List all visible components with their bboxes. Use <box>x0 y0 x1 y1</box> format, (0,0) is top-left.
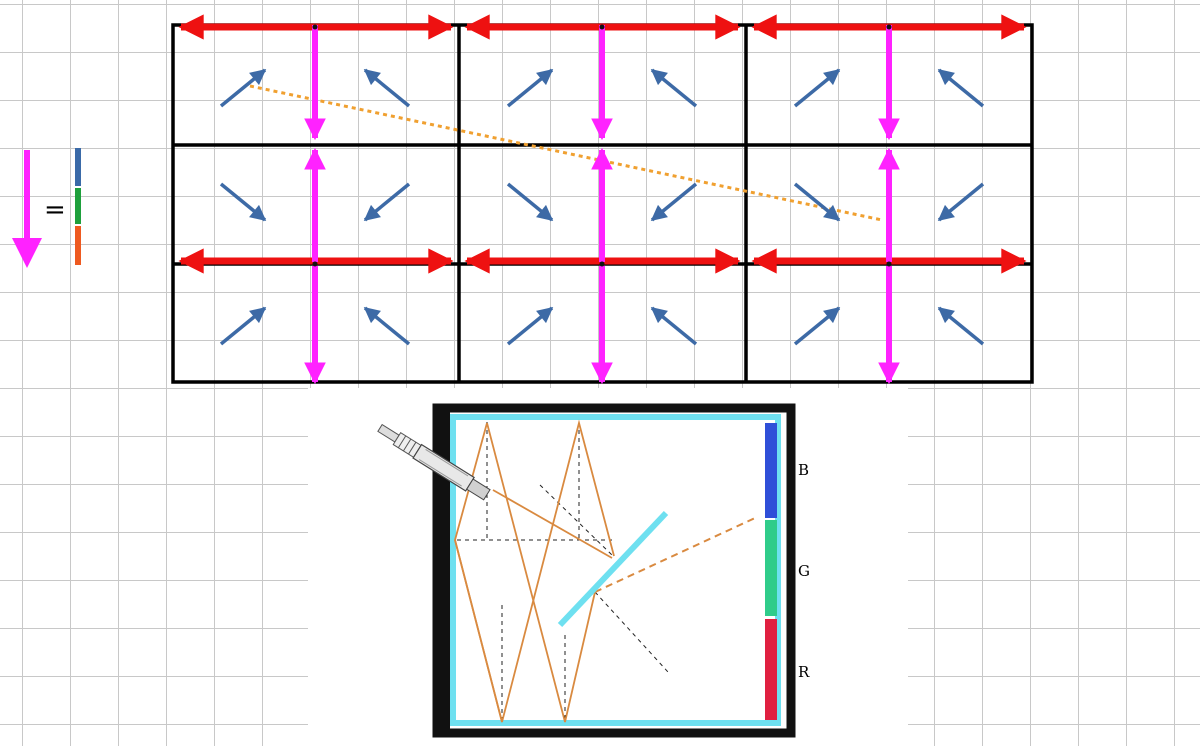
blue-diagonal-arrow <box>506 68 554 108</box>
legend: = <box>12 148 81 268</box>
blue-diagonal-arrow <box>363 306 411 346</box>
legend-magenta-arrowhead <box>12 238 42 268</box>
dispersion-box: B G R <box>377 403 810 738</box>
blue-diagonal-arrow <box>793 306 841 346</box>
diffraction-grating <box>557 510 669 628</box>
blue-diagonal-arrow <box>937 182 985 222</box>
blue-diagonal-arrow <box>219 182 267 222</box>
blue-diagonal-arrow <box>363 182 411 222</box>
intersection-dot <box>312 24 318 30</box>
pen-icon <box>377 423 491 501</box>
blue-diagonal-arrow <box>363 68 411 108</box>
blue-diagonal-arrow <box>650 68 698 108</box>
diagonal-dotted-line <box>249 84 883 222</box>
legend-equals: = <box>44 195 66 225</box>
blue-diagonal-arrow <box>793 182 841 222</box>
intersection-dot <box>599 261 605 267</box>
band-label-b: B <box>798 461 809 479</box>
blue-diagonal-arrow <box>219 306 267 346</box>
blue-diagonal-arrow <box>219 68 267 108</box>
grid-diagram <box>171 14 1034 385</box>
intersection-dot <box>599 24 605 30</box>
blue-diagonal-arrow <box>506 306 554 346</box>
blue-diagonal-arrow <box>937 68 985 108</box>
light-ray-paths <box>454 419 756 723</box>
detector-band-green <box>765 520 777 616</box>
blue-diagonal-arrow <box>506 182 554 222</box>
blue-diagonal-arrow <box>650 306 698 346</box>
detector-band-red <box>765 619 777 720</box>
detector-band-blue <box>765 423 777 518</box>
blue-diagonal-arrow <box>650 182 698 222</box>
intersection-dot <box>886 261 892 267</box>
band-label-r: R <box>798 663 810 681</box>
intersection-dot <box>312 261 318 267</box>
box-inner-mirror-frame <box>450 414 781 726</box>
blue-diagonal-arrow <box>793 68 841 108</box>
construction-lines <box>457 422 669 722</box>
blue-diagonal-arrow <box>937 306 985 346</box>
intersection-dot <box>886 24 892 30</box>
band-label-g: G <box>798 562 810 580</box>
